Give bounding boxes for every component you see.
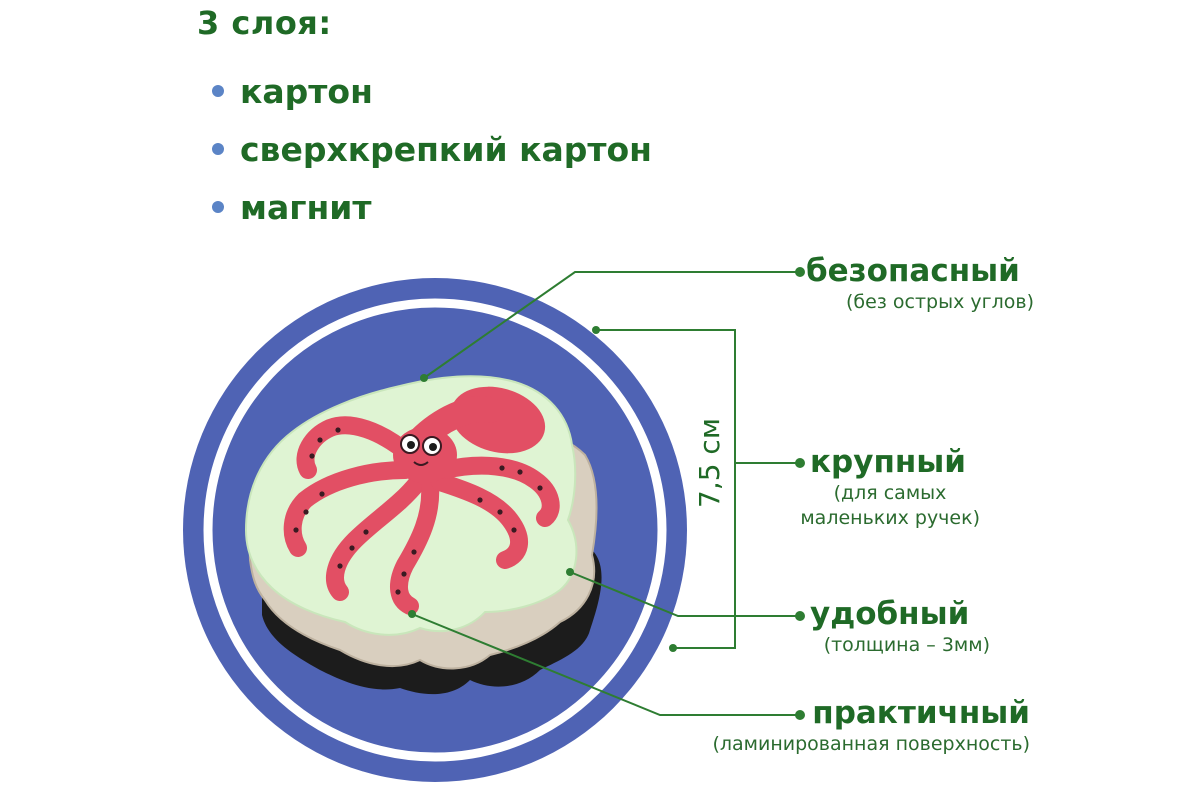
dot-safe-end	[795, 267, 805, 277]
background-circle-ring	[203, 298, 667, 762]
dot-size-top	[592, 326, 600, 334]
feature-safe: безопасный (без острых углов)	[806, 252, 1034, 315]
feature-title: крупный	[810, 444, 967, 480]
callout-line-thick	[569, 571, 798, 617]
feature-title: безопасный	[806, 253, 1020, 289]
layers-list: картон сверхкрепкий картон магнит	[212, 62, 652, 236]
octopus-illustration	[283, 386, 560, 615]
bullet-icon	[212, 143, 224, 155]
dot-size-end	[795, 458, 805, 468]
dot-thick-end	[795, 611, 805, 621]
feature-title: удобный	[810, 596, 970, 632]
layers-heading: 3 слоя:	[197, 4, 332, 42]
feature-subtitle: (толщина – 3мм)	[823, 634, 990, 656]
layer-item: сверхкрепкий картон	[212, 120, 652, 178]
dot-size-bottom	[669, 644, 677, 652]
feature-large: крупный (для самых маленьких ручек)	[780, 443, 980, 531]
callout-line-size	[596, 329, 736, 649]
bullet-icon	[212, 85, 224, 97]
layer-label: сверхкрепкий картон	[240, 129, 652, 169]
feature-subtitle-line1: (для самых	[833, 482, 947, 504]
dot-practical-start	[408, 610, 416, 618]
layer-item: картон	[212, 62, 652, 120]
feature-convenient: удобный (толщина – 3мм)	[790, 595, 990, 658]
bullet-icon	[212, 201, 224, 213]
layer-item: магнит	[212, 178, 652, 236]
feature-practical: практичный (ламинированная поверхность)	[660, 694, 1030, 757]
callout-line-practical	[411, 613, 798, 716]
feature-subtitle: (ламинированная поверхность)	[712, 733, 1030, 755]
feature-subtitle-line2: маленьких ручек)	[800, 507, 980, 529]
feature-subtitle: (без острых углов)	[845, 291, 1034, 313]
callout-line-safe	[423, 271, 798, 379]
dot-thick-start	[566, 568, 574, 576]
size-label: 7,5 см	[693, 418, 726, 508]
dot-safe-start	[420, 374, 428, 382]
layer-label: магнит	[240, 187, 372, 227]
dot-practical-end	[795, 710, 805, 720]
callout-lines	[411, 271, 798, 716]
layer-label: картон	[240, 71, 373, 111]
callout-dots	[408, 267, 805, 720]
feature-title: практичный	[812, 695, 1030, 731]
